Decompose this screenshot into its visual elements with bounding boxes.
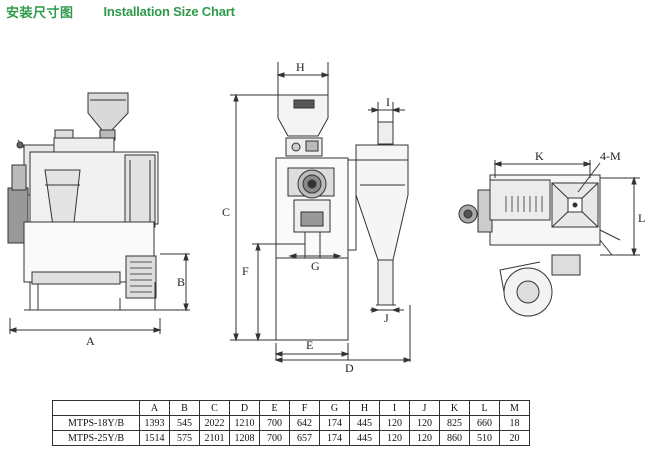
- table-cell: 174: [319, 430, 350, 446]
- table-cell: 545: [169, 415, 200, 431]
- column-header: L: [469, 400, 500, 416]
- table-cell: 700: [259, 430, 290, 446]
- table-cell: 20: [499, 430, 530, 446]
- column-header: C: [199, 400, 230, 416]
- model-cell: MTPS-25Y/B: [52, 430, 140, 446]
- model-cell: MTPS-18Y/B: [52, 415, 140, 431]
- column-header: I: [379, 400, 410, 416]
- column-header: F: [289, 400, 320, 416]
- dimension-letters: A B C D E F G H I J K 4-M L: [86, 60, 645, 375]
- dim-label-g: G: [311, 259, 320, 273]
- column-header: B: [169, 400, 200, 416]
- dim-label-l: L: [638, 211, 645, 225]
- dim-label-d: D: [345, 361, 354, 375]
- header-model-cell: [52, 400, 140, 416]
- table-cell: 120: [379, 415, 410, 431]
- table-cell: 445: [349, 430, 380, 446]
- dim-label-f: F: [242, 264, 249, 278]
- table-cell: 700: [259, 415, 290, 431]
- table-cell: 657: [289, 430, 320, 446]
- table-cell: 825: [439, 415, 470, 431]
- table-cell: 120: [409, 415, 440, 431]
- table-row: MTPS-18Y/B 1393 545 2022 1210 700 642 17…: [52, 415, 530, 431]
- table-header-row: A B C D E F G H I J K L M: [52, 400, 530, 416]
- table-cell: 120: [409, 430, 440, 446]
- dim-label-c: C: [222, 205, 230, 219]
- table-cell: 575: [169, 430, 200, 446]
- top-view-machine: [458, 174, 621, 317]
- column-header: E: [259, 400, 290, 416]
- installation-drawing: A B C D E F G H I J K 4-M L: [7, 60, 645, 375]
- dim-label-j: J: [384, 311, 389, 325]
- dimension-spec-table: A B C D E F G H I J K L M MTPS-18Y/B 139…: [52, 400, 530, 446]
- table-cell: 2101: [199, 430, 230, 446]
- dim-label-k: K: [535, 149, 544, 163]
- top-view-dimensions: [493, 160, 640, 257]
- table-cell: 1210: [229, 415, 260, 431]
- table-cell: 2022: [199, 415, 230, 431]
- title-chinese: 安装尺寸图: [6, 5, 74, 21]
- table-cell: 1514: [139, 430, 170, 446]
- title-english: Installation Size Chart: [103, 3, 235, 19]
- front-view-dimensions: [8, 252, 190, 334]
- table-cell: 1393: [139, 415, 170, 431]
- dim-label-4m: 4-M: [600, 149, 621, 163]
- column-header: M: [499, 400, 530, 416]
- dim-label-e: E: [306, 338, 313, 352]
- table-cell: 860: [439, 430, 470, 446]
- page-header: 安装尺寸图 Installation Size Chart: [6, 2, 235, 21]
- column-header: H: [349, 400, 380, 416]
- table-cell: 1208: [229, 430, 260, 446]
- table-cell: 18: [499, 415, 530, 431]
- table-cell: 445: [349, 415, 380, 431]
- dim-label-a: A: [86, 334, 95, 348]
- dim-label-i: I: [386, 95, 390, 109]
- dim-label-h: H: [296, 60, 305, 74]
- table-cell: 174: [319, 415, 350, 431]
- column-header: K: [439, 400, 470, 416]
- dim-label-b: B: [177, 275, 185, 289]
- table-cell: 120: [379, 430, 410, 446]
- table-cell: 642: [289, 415, 320, 431]
- column-header: G: [319, 400, 350, 416]
- table-cell: 510: [469, 430, 500, 446]
- column-header: A: [139, 400, 170, 416]
- column-header: J: [409, 400, 440, 416]
- side-view-machine: [275, 74, 409, 341]
- front-view-machine: [7, 92, 160, 311]
- table-cell: 660: [469, 415, 500, 431]
- column-header: D: [229, 400, 260, 416]
- side-view-dimensions: [230, 62, 412, 363]
- table-row: MTPS-25Y/B 1514 575 2101 1208 700 657 17…: [52, 430, 530, 446]
